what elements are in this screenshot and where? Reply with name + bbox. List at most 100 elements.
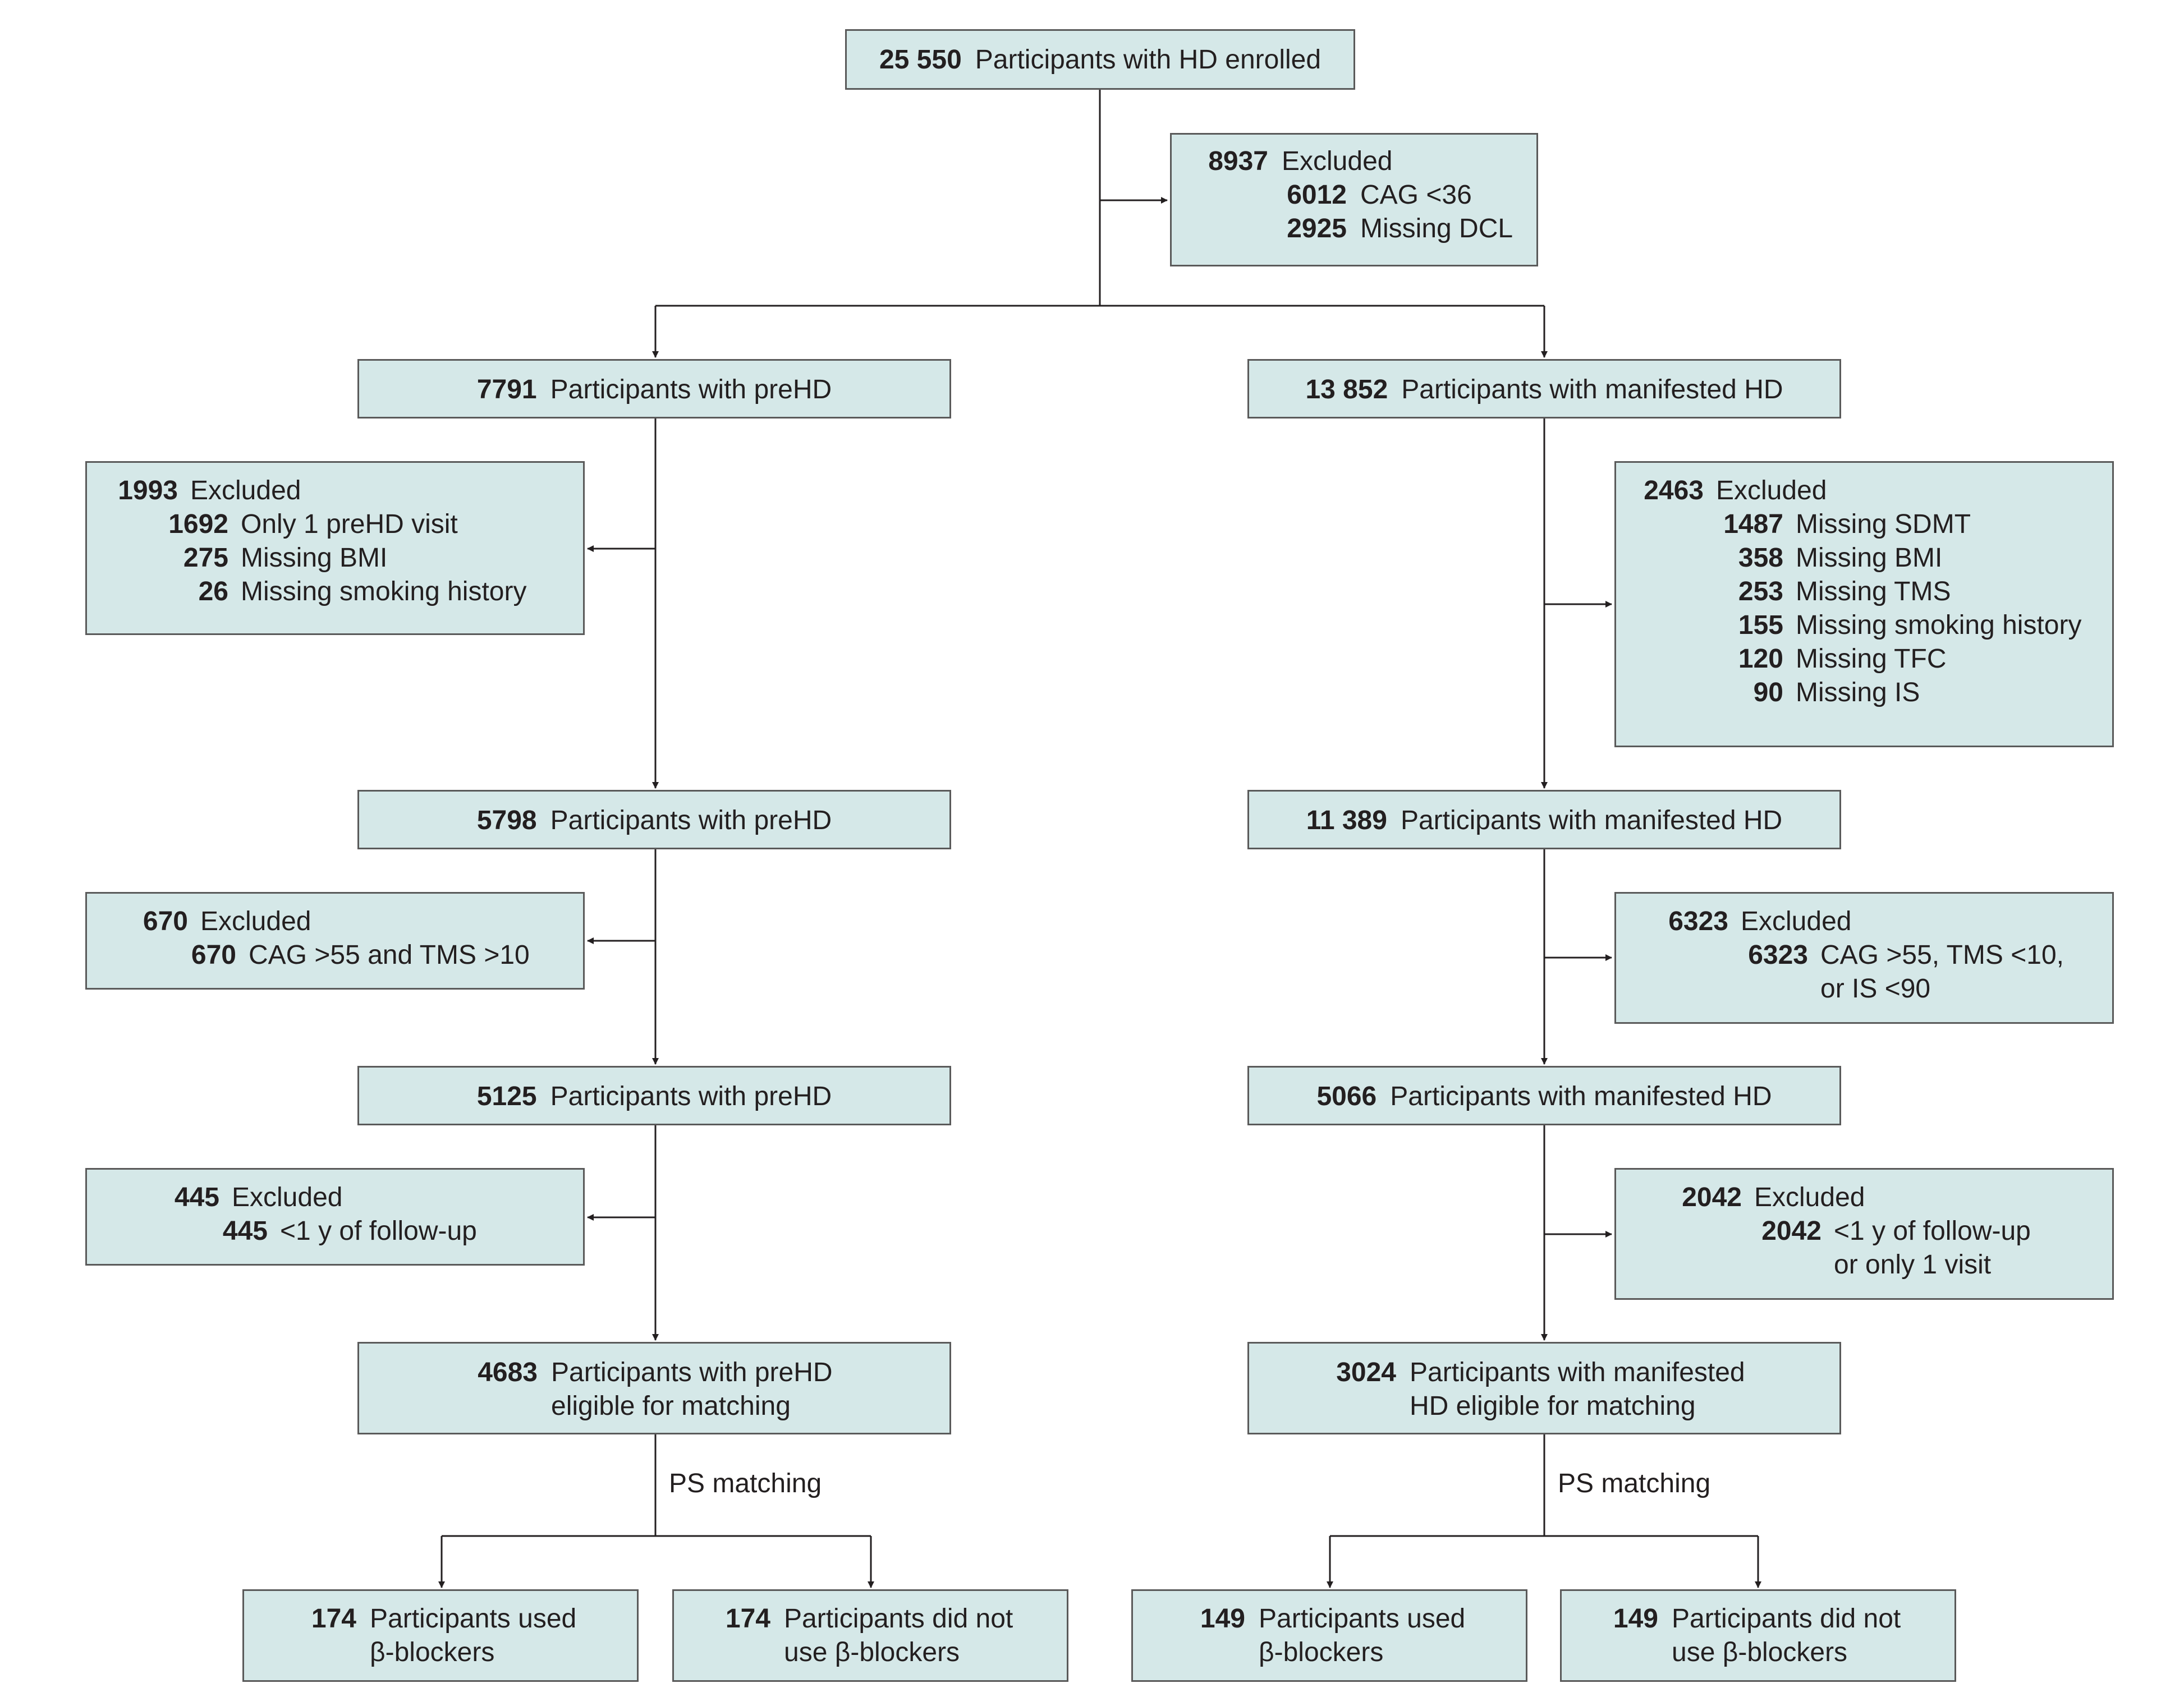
- pre-excl1-item-label: Missing BMI: [241, 543, 388, 573]
- man-excl2-item-count: 6323: [1748, 940, 1808, 970]
- man-excl3-item-line2: or only 1 visit: [1834, 1250, 1992, 1280]
- excluded-top-item-label: CAG <36: [1360, 180, 1472, 210]
- man-excluded3-box: 2042 Excluded 2042 <1 y of follow-up or on…: [1614, 1168, 2114, 1300]
- excluded-top-box: 8937 Excluded 6012 CAG <36 2925 Missing DCL: [1170, 133, 1538, 266]
- man-ps-matching-label: PS matching: [1558, 1469, 1711, 1498]
- pre-not-used-box: 174 Participants did not use β-blockers: [672, 1589, 1068, 1682]
- pre-excl2-item-label: CAG >55 and TMS >10: [249, 940, 530, 970]
- pre-stage4-line1: Participants with preHD: [551, 1358, 833, 1387]
- pre-not-used-count: 174: [725, 1604, 770, 1634]
- excluded-top-item-count: 2925: [1287, 214, 1347, 243]
- man-used-box: 149 Participants used β-blockers: [1131, 1589, 1527, 1682]
- pre-not-used-line2: use β-blockers: [784, 1638, 960, 1667]
- pre-not-used-line1: Participants did not: [784, 1604, 1013, 1634]
- pre-excluded1-box: 1993 Excluded 1692 Only 1 preHD visit 275 M…: [85, 461, 585, 635]
- enrolled-count: 25 550: [879, 45, 962, 75]
- pre-excl3-count: 445: [174, 1183, 219, 1212]
- man-stage2-label: Participants with manifested HD: [1400, 806, 1783, 835]
- pre-used-count: 174: [311, 1604, 356, 1634]
- pre-excl1-label: Excluded: [190, 476, 301, 505]
- man-not-used-count: 149: [1613, 1604, 1658, 1634]
- man-stage1-label: Participants with manifested HD: [1401, 375, 1783, 404]
- pre-stage4-line2: eligible for matching: [551, 1391, 791, 1421]
- pre-excl1-item-count: 1692: [168, 509, 228, 539]
- man-stage4-line1: Participants with manifested: [1410, 1358, 1745, 1387]
- man-excl1-item-label: Missing TMS: [1796, 577, 1951, 606]
- man-excl1-item-count: 1487: [1723, 509, 1783, 539]
- excluded-top-item-count: 6012: [1287, 180, 1347, 210]
- man-stage1-box: 13 852 Participants with manifested HD: [1247, 359, 1841, 418]
- pre-excluded3-box: 445 Excluded 445 <1 y of follow-up: [85, 1168, 585, 1266]
- pre-stage1-label: Participants with preHD: [550, 375, 832, 404]
- pre-stage3-box: 5125 Participants with preHD: [357, 1066, 951, 1125]
- enrolled-label: Participants with HD enrolled: [975, 45, 1322, 75]
- man-used-count: 149: [1200, 1604, 1245, 1634]
- pre-excl1-item-count: 275: [183, 543, 228, 573]
- man-not-used-line2: use β-blockers: [1672, 1638, 1848, 1667]
- pre-stage1-count: 7791: [476, 375, 537, 404]
- pre-stage1-box: 7791 Participants with preHD: [357, 359, 951, 418]
- pre-excl1-item-count: 26: [198, 577, 228, 606]
- man-excl1-item-label: Missing smoking history: [1796, 610, 2082, 640]
- pre-used-box: 174 Participants used β-blockers: [242, 1589, 639, 1682]
- man-excl2-label: Excluded: [1741, 907, 1852, 936]
- man-not-used-box: 149 Participants did not use β-blockers: [1560, 1589, 1956, 1682]
- pre-stage2-count: 5798: [476, 806, 537, 835]
- man-excl2-item-line1: CAG >55, TMS <10,: [1820, 940, 2064, 970]
- pre-excl1-item-label: Only 1 preHD visit: [241, 509, 458, 539]
- pre-excl3-item-count: 445: [222, 1216, 268, 1246]
- man-not-used-line1: Participants did not: [1672, 1604, 1901, 1634]
- pre-excl2-label: Excluded: [200, 907, 311, 936]
- enrolled-box: 25 550 Participants with HD enrolled: [845, 29, 1355, 90]
- man-used-line1: Participants used: [1259, 1604, 1466, 1634]
- man-excl2-item-line2: or IS <90: [1820, 974, 1931, 1004]
- man-excl3-label: Excluded: [1754, 1183, 1865, 1212]
- pre-used-line1: Participants used: [370, 1604, 577, 1634]
- man-stage2-box: 11 389 Participants with manifested HD: [1247, 790, 1841, 849]
- man-excl3-item-line1: <1 y of follow-up: [1834, 1216, 2031, 1246]
- man-stage2-count: 11 389: [1306, 806, 1387, 835]
- man-excl1-item-count: 90: [1753, 678, 1783, 707]
- pre-ps-matching-label: PS matching: [669, 1469, 822, 1498]
- man-excl1-item-count: 253: [1738, 577, 1783, 606]
- man-excl1-item-label: Missing IS: [1796, 678, 1920, 707]
- pre-excl2-count: 670: [143, 907, 188, 936]
- man-excl1-label: Excluded: [1716, 476, 1827, 505]
- man-stage3-box: 5066 Participants with manifested HD: [1247, 1066, 1841, 1125]
- man-stage1-count: 13 852: [1305, 375, 1388, 404]
- man-used-line2: β-blockers: [1259, 1638, 1384, 1667]
- man-stage3-count: 5066: [1316, 1082, 1377, 1111]
- pre-stage4-box: 4683 Participants with preHD eligible for…: [357, 1342, 951, 1434]
- man-excl1-item-count: 155: [1738, 610, 1783, 640]
- man-excl3-item-count: 2042: [1761, 1216, 1821, 1246]
- pre-excl3-label: Excluded: [232, 1183, 343, 1212]
- pre-excl2-item-count: 670: [191, 940, 236, 970]
- pre-excl1-count: 1993: [118, 476, 178, 505]
- man-excl1-count: 2463: [1644, 476, 1704, 505]
- pre-stage3-count: 5125: [476, 1082, 537, 1111]
- man-excl1-item-count: 120: [1738, 644, 1783, 674]
- man-excl2-count: 6323: [1668, 907, 1728, 936]
- man-excl1-item-label: Missing BMI: [1796, 543, 1943, 573]
- man-excl1-item-label: Missing TFC: [1796, 644, 1947, 674]
- man-excl3-count: 2042: [1682, 1183, 1742, 1212]
- pre-stage4-count: 4683: [478, 1358, 538, 1387]
- pre-stage2-box: 5798 Participants with preHD: [357, 790, 951, 849]
- man-stage4-line2: HD eligible for matching: [1410, 1391, 1696, 1421]
- pre-stage3-label: Participants with preHD: [550, 1082, 832, 1111]
- man-excl1-item-label: Missing SDMT: [1796, 509, 1971, 539]
- excluded-top-count: 8937: [1208, 146, 1268, 176]
- man-stage3-label: Participants with manifested HD: [1390, 1082, 1772, 1111]
- pre-stage2-label: Participants with preHD: [550, 806, 832, 835]
- pre-excl3-item-label: <1 y of follow-up: [280, 1216, 477, 1246]
- man-stage4-box: 3024 Participants with manifested HD elig…: [1247, 1342, 1841, 1434]
- pre-used-line2: β-blockers: [370, 1638, 495, 1667]
- excluded-top-label: Excluded: [1282, 146, 1393, 176]
- man-excl1-item-count: 358: [1738, 543, 1783, 573]
- man-stage4-count: 3024: [1336, 1358, 1396, 1387]
- excluded-top-item-label: Missing DCL: [1360, 214, 1513, 243]
